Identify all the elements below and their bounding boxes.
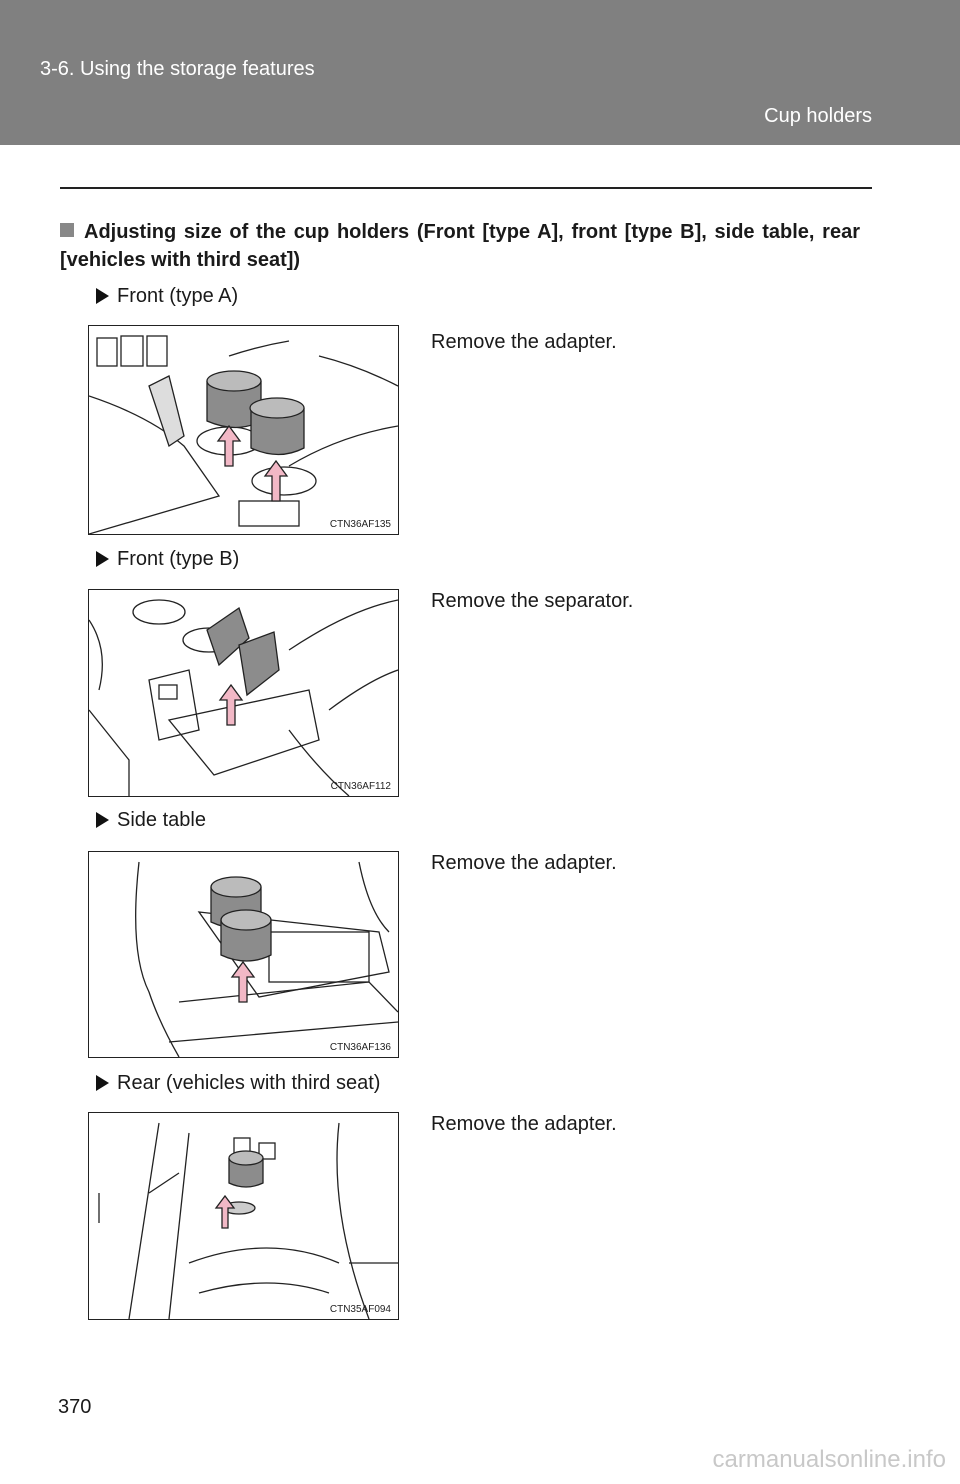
section-title: 3-6. Using the storage features xyxy=(40,58,315,80)
item-description: Remove the adapter. xyxy=(431,1113,617,1135)
item-side-table: Side table xyxy=(96,809,206,832)
triangle-bullet-icon xyxy=(96,1075,109,1091)
item-front-type-a: Front (type A) xyxy=(96,285,238,308)
cup-holder-illustration xyxy=(135,861,398,1057)
section-heading: Adjusting size of the cup holders (Front… xyxy=(60,218,860,274)
cup-holder-illustration xyxy=(98,1122,398,1319)
item-label: Rear (vehicles with third seat) xyxy=(117,1072,381,1094)
page-header: 3-6. Using the storage features Cup hold… xyxy=(0,0,960,145)
figure-rear: CTN35AF094 xyxy=(88,1112,399,1320)
watermark: carmanualsonline.info xyxy=(712,1446,946,1473)
figure-side-table: CTN36AF136 xyxy=(88,851,399,1058)
triangle-bullet-icon xyxy=(96,551,109,567)
figure-code: CTN35AF094 xyxy=(329,1304,391,1315)
heading-text: Adjusting size of the cup holders (Front… xyxy=(60,221,860,271)
item-label: Front (type A) xyxy=(117,285,239,307)
figure-code: CTN36AF136 xyxy=(329,1042,391,1053)
cup-holder-illustration xyxy=(89,599,398,796)
item-description: Remove the adapter. xyxy=(431,331,617,353)
divider xyxy=(60,187,872,189)
triangle-bullet-icon xyxy=(96,812,109,828)
triangle-bullet-icon xyxy=(96,288,109,304)
item-label: Side table xyxy=(117,809,206,831)
figure-code: CTN36AF135 xyxy=(329,519,391,530)
subsection-title: Cup holders xyxy=(764,105,872,127)
square-bullet-icon xyxy=(60,223,74,237)
item-rear: Rear (vehicles with third seat) xyxy=(96,1072,380,1095)
figure-front-type-a: CTN36AF135 xyxy=(88,325,399,535)
item-description: Remove the separator. xyxy=(431,590,634,612)
cup-holder-illustration xyxy=(89,335,398,534)
figure-front-type-b: CTN36AF112 xyxy=(88,589,399,797)
figure-code: CTN36AF112 xyxy=(330,781,391,792)
page-number: 370 xyxy=(58,1396,92,1418)
item-front-type-b: Front (type B) xyxy=(96,548,239,571)
item-label: Front (type B) xyxy=(117,548,240,570)
item-description: Remove the adapter. xyxy=(431,852,617,874)
